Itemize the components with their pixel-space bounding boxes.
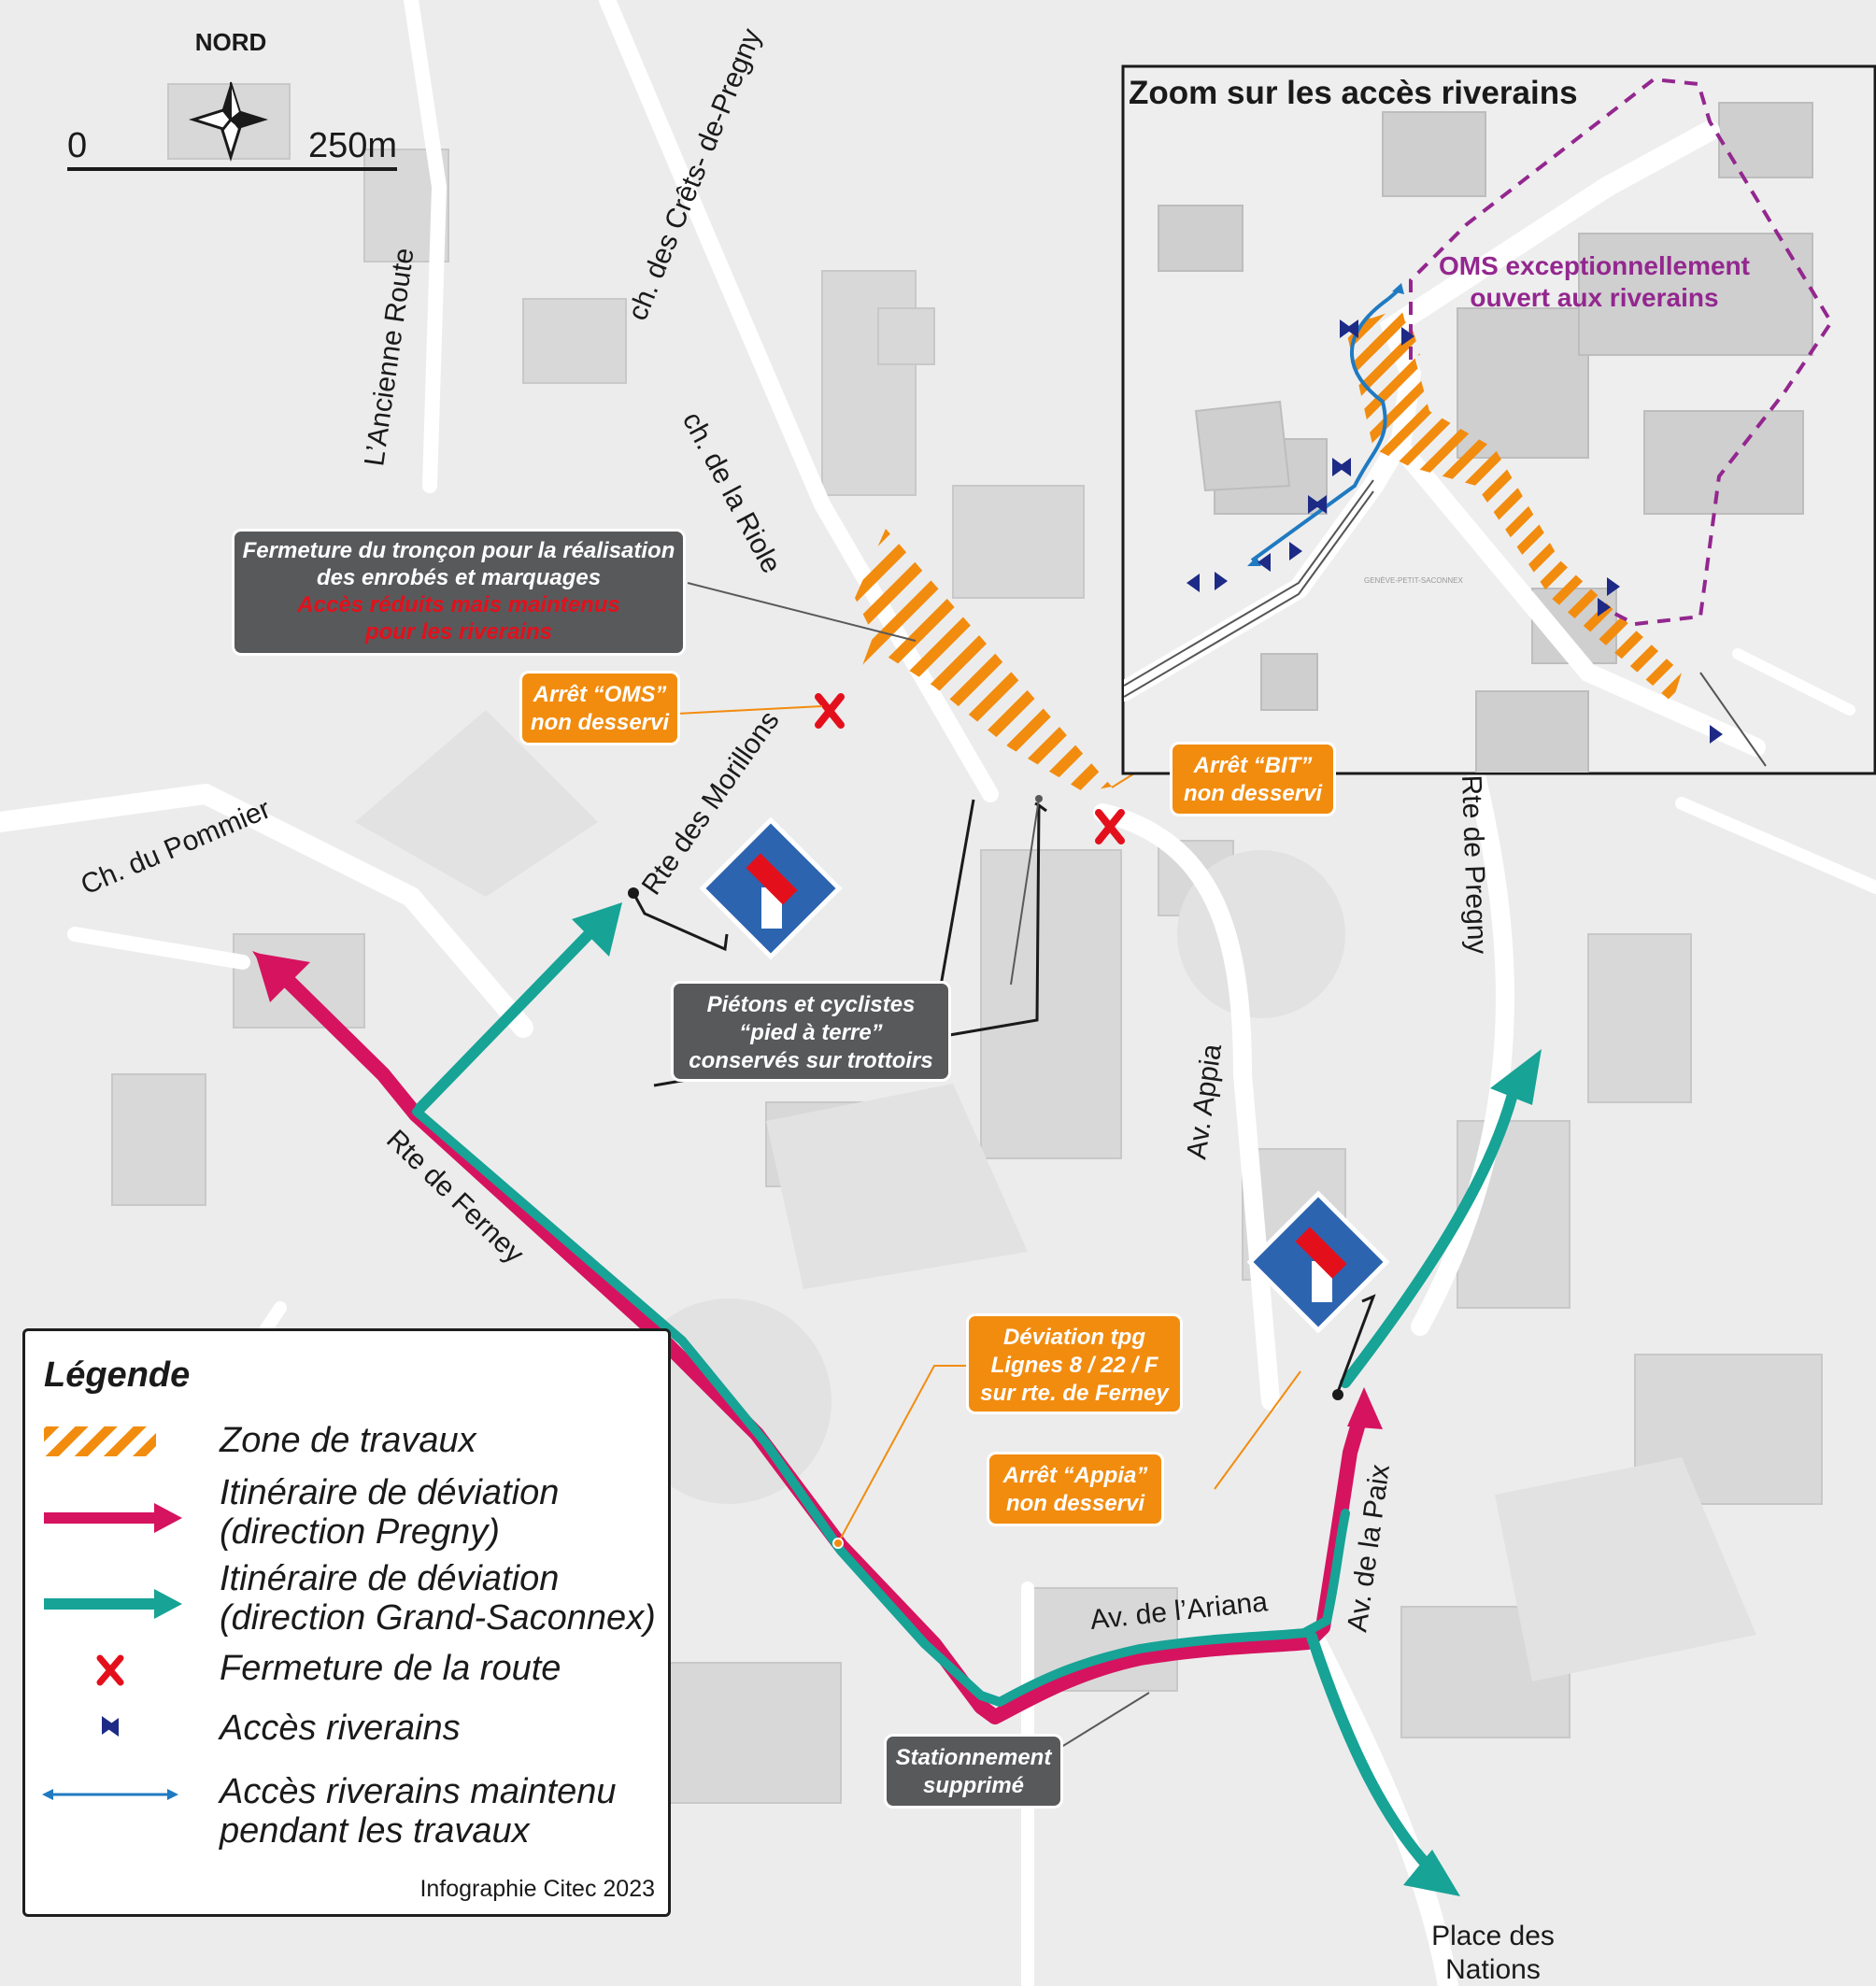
callout-appia: Arrêt “Appia” non desservi xyxy=(987,1452,1164,1526)
callout-deviation: Déviation tpg Lignes 8 / 22 / F sur rte.… xyxy=(966,1313,1183,1414)
legend-title: Légende xyxy=(44,1355,191,1395)
legend-item-label: pendant les travaux xyxy=(220,1811,530,1851)
route-saconnex-morillons-branch xyxy=(415,919,604,1114)
detour-routes xyxy=(263,919,1521,1883)
legend-item-work-zone: Zone de travaux xyxy=(220,1421,476,1460)
scale-end: 250m xyxy=(308,126,397,165)
route-saconnex-arrowhead-nations xyxy=(1403,1850,1460,1896)
inset-locality: GENÈVE-PETIT-SACONNEX xyxy=(1364,576,1463,585)
inset-map: GENÈVE-PETIT-SACONNEX xyxy=(1121,64,1876,775)
callout-appia-l1: Arrêt “Appia” xyxy=(1002,1463,1148,1488)
scale-start: 0 xyxy=(67,126,87,165)
callout-pietons-l2: “pied à terre” xyxy=(739,1020,883,1045)
route-saconnex-arrowhead-pregny xyxy=(1490,1049,1542,1105)
legend-access-maintained-icon xyxy=(42,1789,178,1800)
callout-bit-l1: Arrêt “BIT” xyxy=(1193,753,1313,778)
callout-deviation-l2: Lignes 8 / 22 / F xyxy=(990,1353,1158,1378)
callout-deviation-l1: Déviation tpg xyxy=(1002,1325,1145,1350)
callout-stationnement: Stationnement supprimé xyxy=(884,1734,1063,1809)
route-saconnex-nations-branch xyxy=(1306,1631,1444,1883)
legend-closure-icon xyxy=(96,1654,124,1686)
legend-route-saconnex-icon xyxy=(44,1589,182,1619)
legend-item-label: Itinéraire de déviation xyxy=(220,1559,560,1598)
callout-pietons: Piétons et cyclistes “pied à terre” cons… xyxy=(671,981,951,1082)
closure-icon xyxy=(1095,809,1125,844)
access-icon xyxy=(1187,319,1723,744)
callout-fermeture-l3: Accès réduits mais maintenus xyxy=(297,592,620,617)
closure-icon xyxy=(815,693,845,729)
callout-stationnement-l2: supprimé xyxy=(922,1773,1025,1798)
callout-fermeture-l4: pour les riverains xyxy=(364,619,553,645)
oms-label-line1: OMS exceptionnellement xyxy=(1439,251,1750,280)
route-saconnex-path xyxy=(412,1107,1350,1707)
street-label-nations-1: Place des xyxy=(1431,1921,1555,1951)
legend: Légende Zone de travaux Itinéraire de dé… xyxy=(22,1328,671,1917)
callout-bit: Arrêt “BIT” non desservi xyxy=(1170,742,1336,816)
oms-boundary xyxy=(1409,77,1834,627)
callout-fermeture-l1: Fermeture du tronçon pour la réalisation xyxy=(242,538,675,563)
callout-oms: Arrêt “OMS” non desservi xyxy=(519,671,680,745)
callout-appia-l2: non desservi xyxy=(1005,1491,1145,1516)
callout-bit-l2: non desservi xyxy=(1183,781,1323,806)
scale-bar: 0 250m xyxy=(67,126,397,171)
legend-item-label: Zone de travaux xyxy=(220,1421,476,1460)
route-saconnex-arrowhead-morillons xyxy=(572,902,622,957)
legend-item-route-pregny: Itinéraire de déviation (direction Pregn… xyxy=(220,1473,559,1552)
route-saconnex-pregny-branch xyxy=(1340,1078,1521,1388)
callout-pietons-l1: Piétons et cyclistes xyxy=(706,992,916,1017)
callout-oms-l1: Arrêt “OMS” xyxy=(533,682,667,707)
street-label-pregny: Rte de Pregny xyxy=(1456,774,1493,955)
legend-item-label: Accès riverains xyxy=(220,1709,461,1748)
route-pregny-path xyxy=(263,957,1370,1724)
legend-item-label: Itinéraire de déviation xyxy=(220,1473,560,1512)
legend-access-icon xyxy=(102,1716,119,1737)
inset-title: Zoom sur les accès riverains xyxy=(1129,75,1578,111)
dead-end-sign-icon xyxy=(1246,1190,1390,1334)
legend-item-access-maintained: Accès riverains maintenu pendant les tra… xyxy=(220,1772,617,1851)
callout-pietons-l3: conservés sur trottoirs xyxy=(689,1048,933,1073)
callout-oms-l2: non desservi xyxy=(530,710,670,735)
street-label-nations-2: Nations xyxy=(1445,1954,1541,1985)
callout-fermeture: Fermeture du tronçon pour la réalisation… xyxy=(232,529,686,656)
oms-label-line2: ouvert aux riverains xyxy=(1470,283,1719,312)
legend-credit: Infographie Citec 2023 xyxy=(419,1876,655,1902)
legend-item-label: (direction Grand-Saconnex) xyxy=(220,1598,656,1638)
north-label: NORD xyxy=(195,28,267,56)
legend-item-access: Accès riverains xyxy=(220,1709,461,1748)
legend-item-label: (direction Pregny) xyxy=(220,1512,500,1552)
callout-fermeture-l2: des enrobés et marquages xyxy=(316,565,602,590)
route-pregny-arrowhead-paix xyxy=(1347,1387,1383,1429)
work-zone xyxy=(852,529,1112,792)
oms-label: OMS exceptionnellement ouvert aux rivera… xyxy=(1439,250,1750,314)
legend-route-pregny-icon xyxy=(44,1503,182,1533)
dead-end-sign-icon xyxy=(699,816,843,960)
legend-item-label: Fermeture de la route xyxy=(220,1649,561,1688)
legend-item-label: Accès riverains maintenu xyxy=(220,1772,617,1811)
callout-deviation-l3: sur rte. de Ferney xyxy=(980,1381,1169,1406)
callout-stationnement-l1: Stationnement xyxy=(895,1745,1052,1770)
legend-item-closure: Fermeture de la route xyxy=(220,1649,561,1688)
legend-work-zone-icon xyxy=(44,1426,156,1456)
legend-item-route-saconnex: Itinéraire de déviation (direction Grand… xyxy=(220,1559,656,1638)
north-arrow-icon xyxy=(188,81,268,163)
